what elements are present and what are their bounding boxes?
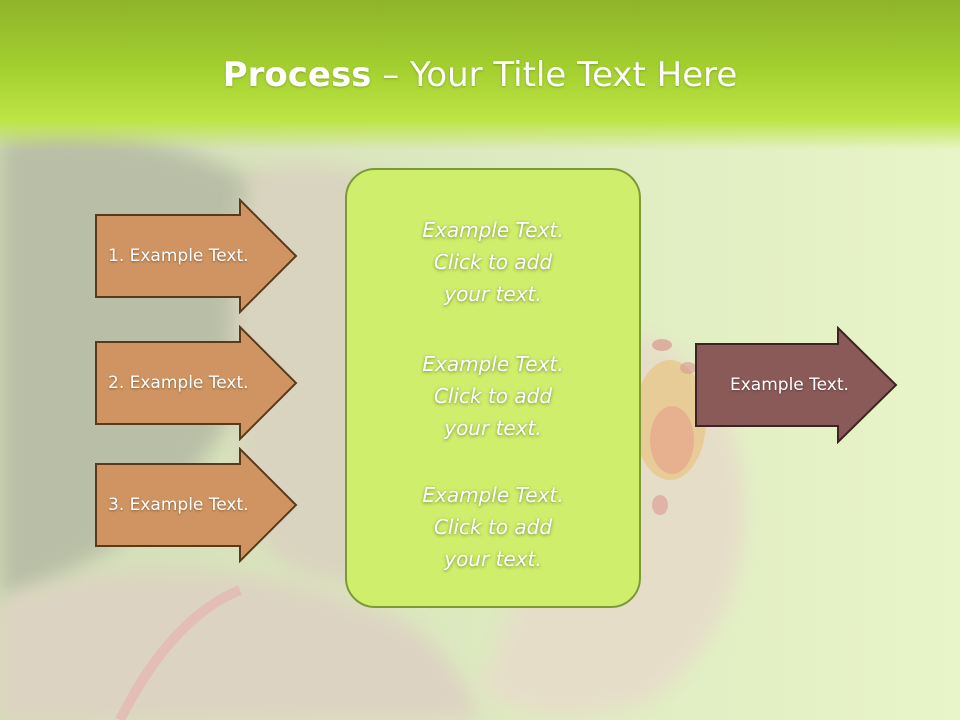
center-text-box[interactable]: Example Text. Click to add your text. Ex… [345, 168, 641, 608]
block-line: your text. [444, 416, 542, 440]
block-line: Example Text. [422, 218, 564, 242]
right-arrow-shape [95, 325, 298, 441]
right-arrow-shape [95, 198, 298, 314]
center-text-block-2[interactable]: Example Text. Click to add your text. [347, 348, 639, 444]
title-rest: – Your Title Text Here [371, 55, 738, 95]
left-arrow-2[interactable]: 2. Example Text. [94, 325, 300, 441]
block-line: your text. [444, 282, 542, 306]
block-line: Example Text. [422, 483, 564, 507]
right-arrow-shape [695, 326, 898, 444]
slide-title: Process – Your Title Text Here [0, 52, 960, 98]
block-line: Click to add [433, 384, 553, 408]
left-arrow-1[interactable]: 1. Example Text. [94, 198, 300, 314]
left-arrow-label: 1. Example Text. [108, 246, 249, 266]
left-arrow-label: 2. Example Text. [108, 373, 249, 393]
left-arrow-label: 3. Example Text. [108, 495, 249, 515]
block-line: Click to add [433, 515, 553, 539]
block-line: Example Text. [422, 352, 564, 376]
right-arrow-shape [95, 447, 298, 563]
title-bar [0, 0, 960, 150]
right-output-arrow[interactable]: Example Text. [694, 326, 900, 444]
right-arrow-label: Example Text. [730, 375, 849, 395]
block-line: your text. [444, 547, 542, 571]
left-arrow-3[interactable]: 3. Example Text. [94, 447, 300, 563]
center-text-block-3[interactable]: Example Text. Click to add your text. [347, 479, 639, 575]
center-text-block-1[interactable]: Example Text. Click to add your text. [347, 214, 639, 310]
title-bold: Process [222, 55, 372, 95]
block-line: Click to add [433, 250, 553, 274]
